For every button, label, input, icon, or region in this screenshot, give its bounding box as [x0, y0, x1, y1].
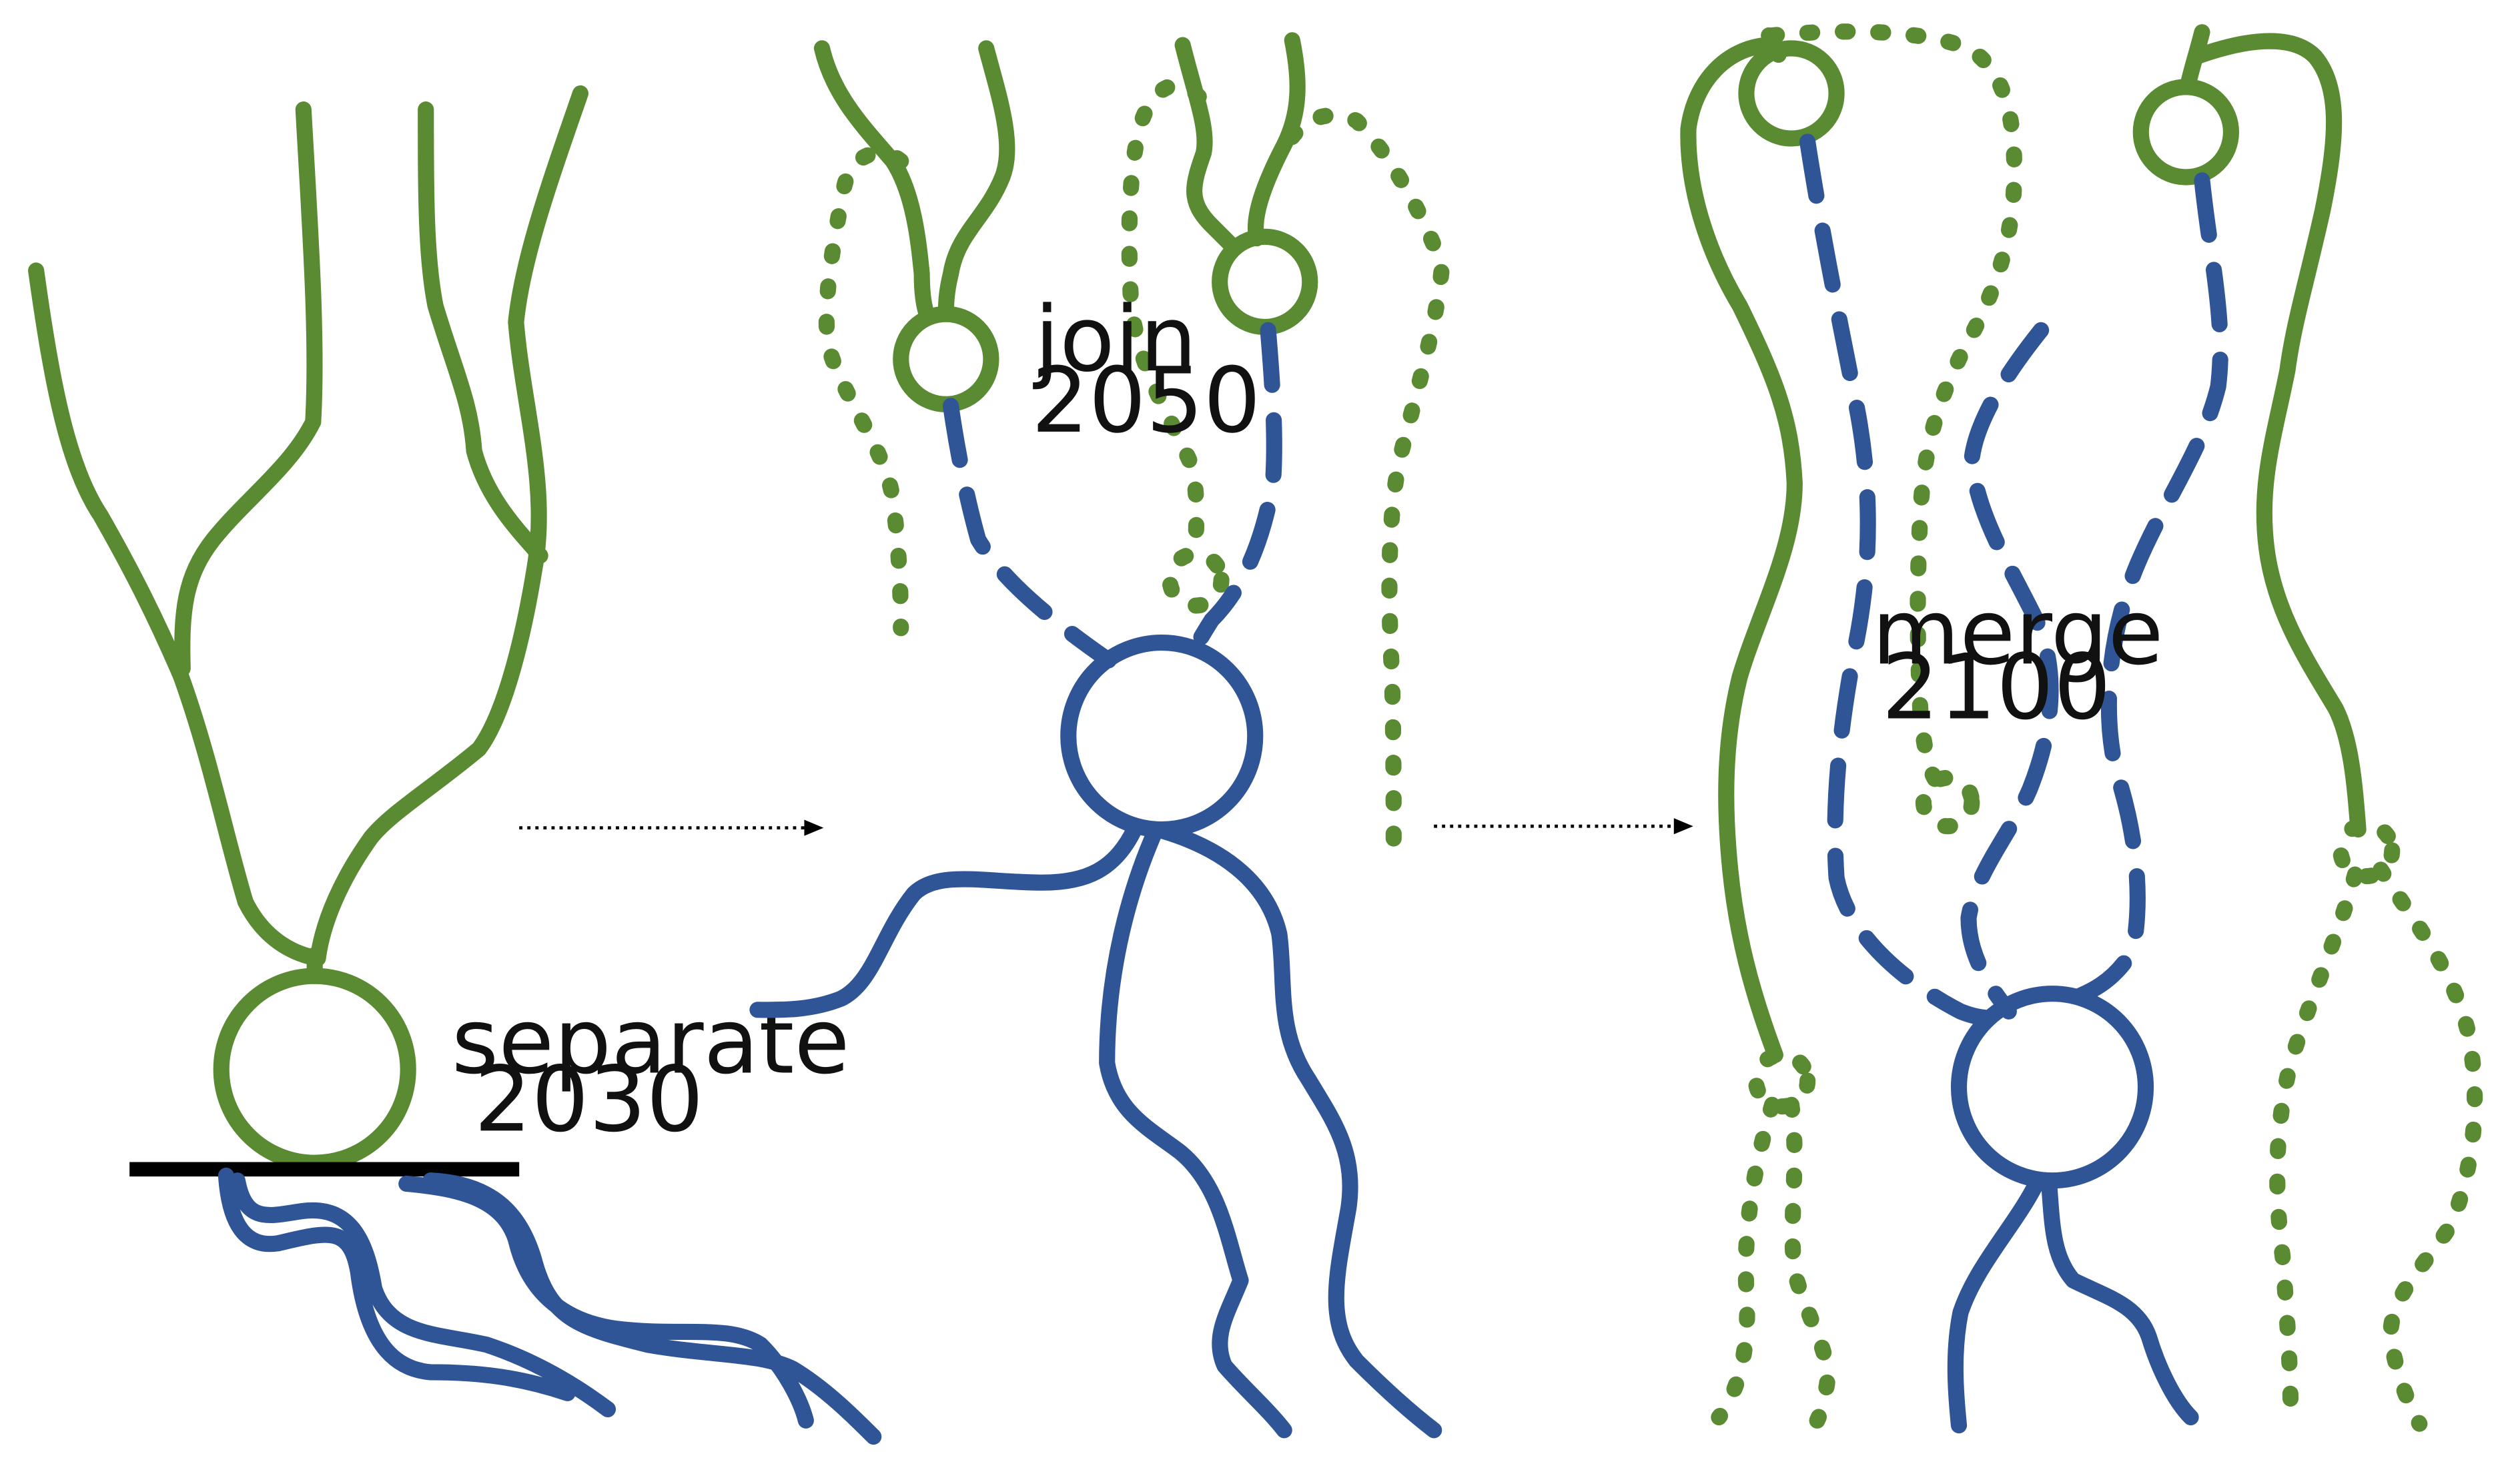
stage3-blue-root-2: [2041, 1175, 2199, 1426]
stage2-green-dotted-mid: [1121, 77, 1207, 564]
stage1-green-trunk-left: [173, 668, 318, 965]
stage2-green-node-right: [1212, 228, 1318, 336]
arrow-2-head: [1673, 818, 1693, 835]
stage1-green-node: [213, 968, 416, 1171]
stage1-blue-root-3: [398, 1175, 814, 1429]
stage2-green-dotted-left: [818, 145, 909, 637]
stage3-blue-node: [1950, 986, 2154, 1189]
merge-year: 2100: [1881, 635, 2111, 739]
stage3-green-dotted-left-1: [1711, 1096, 1781, 1426]
stage3-green-dotted-node-mid: [1915, 769, 1980, 835]
separate-year: 2030: [474, 1047, 704, 1152]
join-year: 2050: [1031, 348, 1261, 453]
stage-separate: separate 2030: [28, 85, 882, 1445]
stage2-green-node-left: [893, 306, 999, 412]
merge-label: merge: [1872, 580, 2164, 685]
stage2-green-dotted-node: [1162, 546, 1230, 614]
stage3-blue-dashed-3: [2065, 172, 2228, 1007]
stage3-green-dotted-right-2: [2373, 861, 2483, 1432]
transition-arrow-1: [519, 819, 824, 836]
stage-join: join 2050: [749, 32, 1450, 1439]
stage2-blue-root-3: [1155, 823, 1442, 1439]
stage2-blue-node: [1060, 634, 1264, 838]
stage2-blue-root-1: [749, 821, 1143, 1018]
stage2-green-line-2: [937, 40, 1015, 322]
transition-arrow-2: [1434, 818, 1693, 835]
stage1-green-branch-mid: [418, 101, 548, 564]
stage2-green-line-1: [813, 40, 935, 322]
stage3-green-node-right: [2132, 79, 2239, 186]
stage2-green-line-4: [1247, 32, 1306, 247]
stage3-green-dotted-node-left: [1747, 1046, 1816, 1115]
stage1-green-branch-right: [508, 85, 589, 572]
stage3-green-line-right-2: [2189, 33, 2367, 838]
stage1-blue-root-4: [422, 1172, 882, 1445]
stage2-green-line-3: [1174, 37, 1240, 253]
stage3-green-line-left-2: [1680, 37, 1803, 1064]
arrow-1-head: [804, 819, 824, 836]
stage1-blue-root-1: [218, 1167, 576, 1401]
stage3-blue-dashed-1: [1799, 133, 2003, 1026]
stage3-blue-dashed-2: [1960, 322, 2059, 1020]
stage1-green-branch-left: [174, 101, 323, 677]
stage1-green-branch-far-left: [28, 262, 189, 685]
stage2-blue-dashed-left: [943, 398, 1117, 669]
stage3-blue-root-1: [1947, 1172, 2046, 1434]
stage2-green-dotted-right: [1284, 107, 1450, 870]
stage3-green-dotted-right-1: [2269, 866, 2363, 1426]
stage3-green-dotted-node-right: [2332, 816, 2401, 885]
join-label: join: [1033, 287, 1197, 392]
stage2-blue-root-2: [1099, 823, 1292, 1439]
stage2-blue-dashed-right: [1187, 322, 1282, 656]
stage1-blue-root-2: [229, 1172, 616, 1418]
stage3-green-dotted-left-2: [1783, 1096, 1836, 1429]
stage3-green-node-left: [1738, 40, 1845, 147]
stage-merge: merge 2100: [1680, 23, 2483, 1434]
stage1-green-trunk-right: [310, 555, 544, 967]
stage3-green-dotted-loop: [1763, 23, 2023, 789]
